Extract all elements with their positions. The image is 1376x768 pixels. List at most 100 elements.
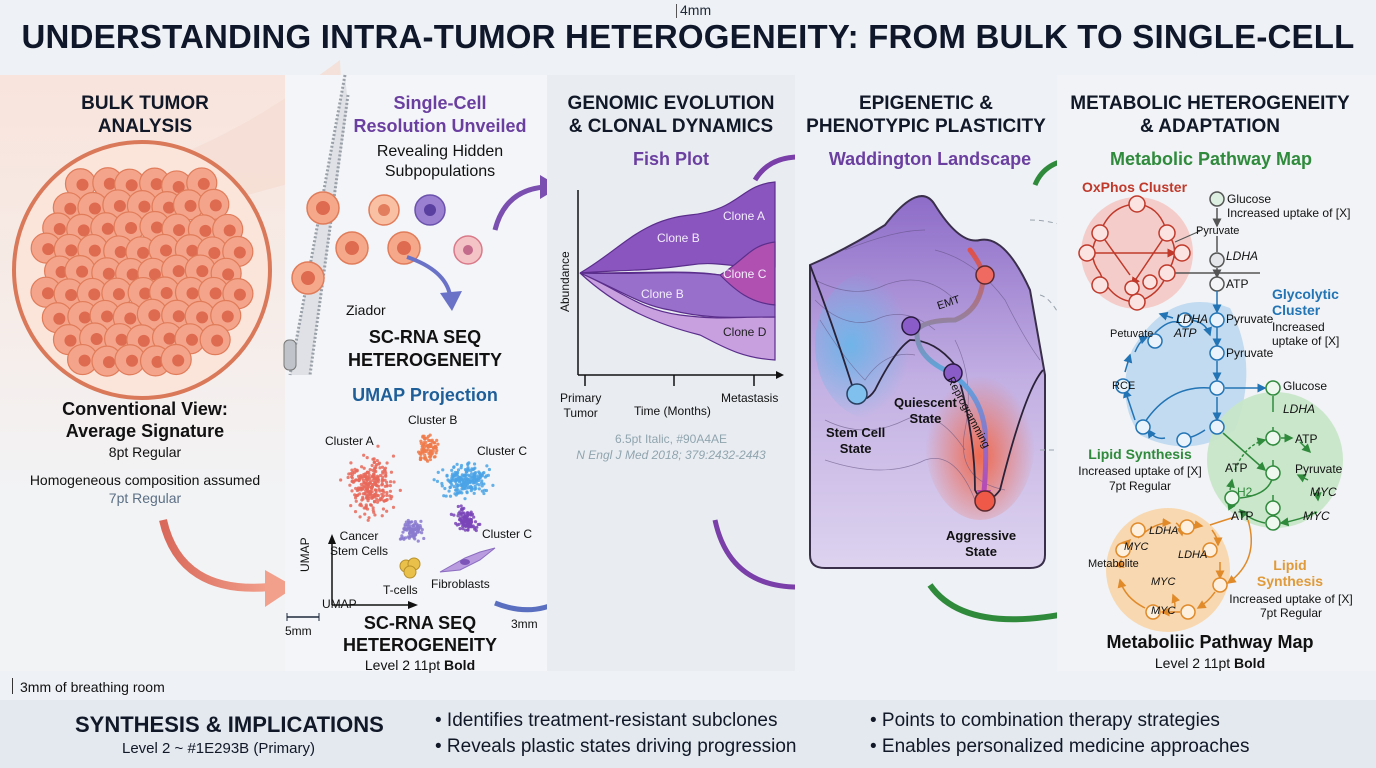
cluster-c-point <box>459 482 463 486</box>
cluster-a-point <box>370 490 374 494</box>
cluster-c-point <box>484 488 489 493</box>
scale-5mm-label: 5mm <box>285 624 312 638</box>
cluster-c-point <box>450 468 454 472</box>
cancer-stem-point <box>417 525 421 529</box>
tumor-cell-nucleus <box>126 354 139 367</box>
cluster-c-point <box>454 482 458 486</box>
tumor-cell-nucleus <box>78 311 91 324</box>
cluster-c-point <box>458 490 462 494</box>
cluster-a-point <box>381 488 385 492</box>
atp-label-green: ATP <box>1295 432 1318 446</box>
cancer-stem-line1: Cancer <box>339 529 379 543</box>
single-cell-heading: Single-Cell Resolution Unveiled <box>340 92 540 138</box>
cluster-c2-point <box>454 521 458 526</box>
tumor-cell-nucleus <box>233 288 246 301</box>
aggressive-state-label: Aggressive State <box>946 528 1016 560</box>
pyruvate-label-3: Pyruvate <box>1226 346 1274 360</box>
tumor-cell-nucleus <box>65 244 78 257</box>
cluster-b-point <box>429 449 433 453</box>
cluster-b-point <box>421 444 425 448</box>
metabolic-heading: METABOLIC HETEROGENEITY & ADAPTATION <box>1060 92 1360 138</box>
tumor-cell-nucleus <box>76 265 89 278</box>
cluster-a-point <box>382 499 386 503</box>
cluster-a-point <box>388 480 393 484</box>
waddington-landscape <box>809 195 1046 569</box>
cluster-c-point <box>449 481 453 485</box>
ldha-label-orange-1: LDHA <box>1149 525 1179 537</box>
cluster-c-point <box>463 474 467 478</box>
cluster-b-point <box>423 453 427 457</box>
tumor-cell-nucleus <box>41 287 54 300</box>
cluster-a-point <box>357 478 361 483</box>
cluster-c2-label: Cluster C <box>482 527 533 541</box>
tumor-cell-nucleus <box>137 334 150 347</box>
lipid-orange-note: 7pt Regular <box>1259 606 1323 620</box>
clone-b-top <box>579 181 776 274</box>
lipid-green-bg <box>1207 392 1343 528</box>
tumor-cells <box>30 167 254 377</box>
glucose-label-top: Glucose <box>1227 192 1272 206</box>
cluster-a-point <box>373 466 378 470</box>
cluster-a-point <box>368 479 372 484</box>
cancer-stem-line2: Stem Cells <box>330 544 389 558</box>
cluster-a-point <box>374 469 378 474</box>
tumor-cell-nucleus <box>209 199 222 212</box>
cluster-c-point <box>432 478 436 482</box>
clone-c-label: Clone C <box>723 267 767 281</box>
cancer-stem-point <box>411 525 416 529</box>
cluster-a-point <box>364 503 368 507</box>
tumor-cell-nucleus <box>88 244 101 257</box>
time-months-label: Time (Months) <box>634 404 711 418</box>
cluster-c-point <box>454 488 458 492</box>
cluster-c2-point <box>458 527 462 531</box>
cluster-a-point <box>371 508 375 512</box>
cancer-stem-point <box>413 537 417 541</box>
quiescent-state-label: Quiescent State <box>894 395 957 427</box>
cluster-c-point <box>436 470 440 474</box>
sc-rna-footer-line1: SC-RNA SEQ <box>363 613 477 633</box>
bulk-tumor-illustration <box>12 60 345 400</box>
cluster-a-point <box>353 493 357 497</box>
cluster-a-point <box>365 456 369 460</box>
cluster-c-point <box>469 468 473 473</box>
cluster-c-point <box>455 462 459 466</box>
cluster-a-point <box>372 460 377 464</box>
synthesis-bullet: • Reveals plastic states driving progres… <box>435 736 797 757</box>
cluster-c2-point <box>478 522 482 526</box>
cluster-b-label: Cluster B <box>408 413 458 427</box>
oxphos-label: OxPhos Cluster <box>1082 179 1188 195</box>
cluster-a-point <box>372 472 376 476</box>
homogeneous-note: 7pt Regular <box>108 490 182 506</box>
cluster-a-point <box>381 470 385 474</box>
bulk-heading-line2: ANALYSIS <box>97 116 193 137</box>
epigenetic-heading-line1: EPIGENETIC & <box>858 93 994 114</box>
conventional-view-title: Conventional View: Average Signature <box>30 398 260 442</box>
cluster-a-point <box>372 499 377 503</box>
primary-line2: Tumor <box>563 406 598 420</box>
cluster-c-point <box>448 494 453 498</box>
lipid-orange-desc: Increased uptake of [X] <box>1229 592 1353 606</box>
stem-line2: State <box>839 441 872 456</box>
tumor-cell-nucleus <box>196 265 209 278</box>
metabolite-label: Metabolite <box>1088 558 1139 570</box>
atp-label-green-3: ATP <box>1231 509 1254 523</box>
cluster-c-point <box>455 485 459 490</box>
cluster-a-point <box>361 495 365 499</box>
breathing-room-marker <box>12 678 13 694</box>
cluster-c2-point <box>461 524 465 528</box>
cluster-a-point <box>392 480 396 484</box>
cluster-a-point <box>355 488 359 493</box>
stem-cell-state-label: Stem Cell State <box>826 425 885 457</box>
cluster-c-point <box>453 479 457 483</box>
tumor-cell-nucleus <box>223 224 236 237</box>
cluster-a-point <box>365 479 369 483</box>
cluster-a-point <box>339 478 343 482</box>
cluster-c2-point <box>465 520 469 524</box>
cancer-stem-point <box>406 518 410 523</box>
cluster-c-point <box>448 485 452 489</box>
cluster-b-point <box>433 441 437 445</box>
cluster-b-point <box>422 440 426 445</box>
cluster-c-point <box>487 467 492 472</box>
pyruvate-label-1: Pyruvate <box>1196 225 1240 237</box>
lipid-synthesis-green-label: Lipid Synthesis <box>1088 446 1192 462</box>
